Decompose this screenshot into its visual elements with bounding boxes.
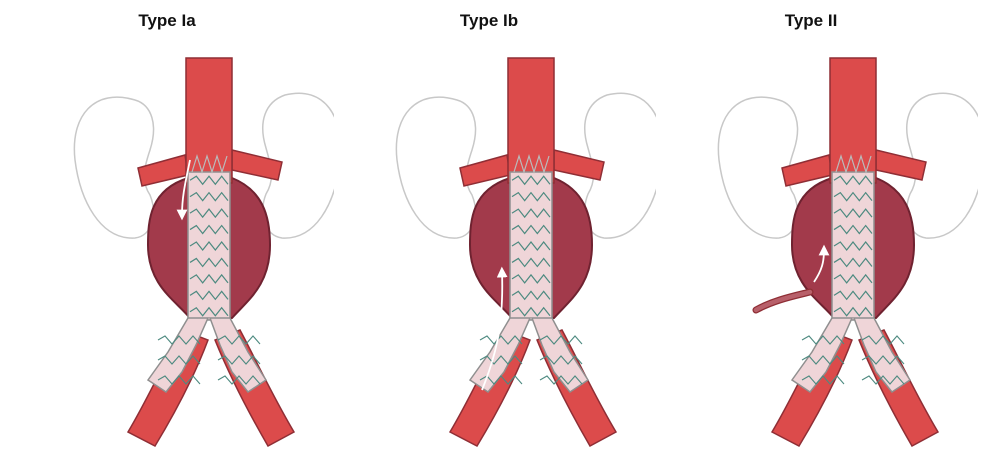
suprarenal-stent-crown — [835, 153, 872, 175]
panel-title-type-ii: Type II — [784, 11, 838, 30]
leak-arrow-branch-retrograde — [813, 244, 830, 283]
kidney-right-outline — [583, 92, 656, 239]
stent-graft-wire — [833, 175, 873, 317]
stent-leg-wire-right — [539, 335, 583, 385]
suprarenal-stent-crown — [513, 153, 550, 175]
stent-leg-wire-left — [801, 335, 845, 385]
renal-artery-right — [875, 149, 927, 181]
panel-type-ii: Type II — [644, 0, 978, 466]
aorta-figure-type-ii — [717, 57, 978, 448]
renal-artery-right — [553, 149, 605, 181]
leak-arrow-distal-seal — [481, 266, 508, 391]
stent-leg-wire-left — [157, 335, 201, 385]
aorta-figure-type-ib — [395, 57, 656, 448]
branch-vessel-lumbar — [753, 289, 813, 313]
kidney-left-outline — [73, 96, 155, 239]
aorta-figure-type-ia — [73, 57, 334, 448]
leak-arrow-proximal-seal — [176, 159, 191, 221]
kidney-right-outline — [261, 92, 334, 239]
kidney-left-outline — [395, 96, 477, 239]
stent-graft-wire — [189, 175, 229, 317]
suprarenal-stent-crown — [191, 153, 228, 175]
stent-leg-wire-right — [861, 335, 905, 385]
stent-graft-wire — [511, 175, 551, 317]
kidney-right-outline — [905, 92, 978, 239]
panel-type-ia: Type Ia — [0, 0, 334, 466]
kidney-left-outline — [717, 96, 799, 239]
panel-title-type-ia: Type Ia — [138, 11, 196, 30]
renal-artery-right — [231, 149, 283, 181]
stent-leg-wire-right — [217, 335, 261, 385]
panel-title-type-ib: Type Ib — [459, 11, 519, 30]
panel-type-ib: Type Ib — [322, 0, 656, 466]
